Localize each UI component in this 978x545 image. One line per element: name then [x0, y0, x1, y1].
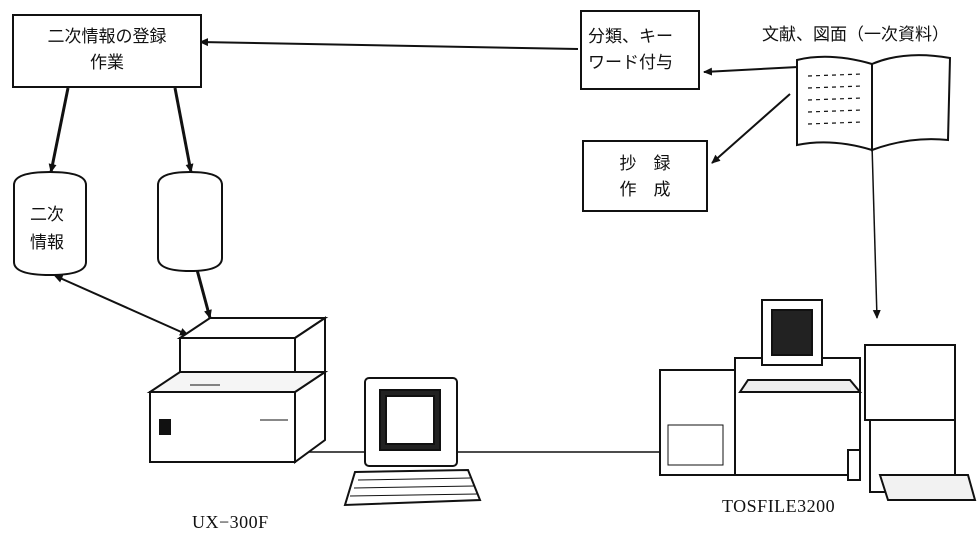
open-book-icon — [797, 55, 950, 150]
link-db2-server — [196, 266, 210, 318]
server-computer — [150, 318, 325, 462]
arrow-classification-to-registration — [200, 42, 578, 49]
link-db1-server — [60, 278, 188, 335]
arrow-registration-to-db1 — [51, 88, 68, 172]
classification-line1: 分類、キー — [588, 24, 698, 50]
filing-system — [660, 300, 975, 500]
terminal-computer — [345, 378, 480, 505]
abstract-line1: 抄 録 — [584, 151, 706, 177]
registration-task-box: 二次情報の登録 作業 — [12, 14, 202, 88]
primary-source-label: 文献、図面（一次資料） — [762, 20, 949, 45]
filing-system-label: TOSFILE3200 — [722, 496, 835, 517]
registration-line1: 二次情報の登録 — [14, 24, 200, 50]
image-database — [158, 172, 222, 271]
abstract-creation-box: 抄 録 作 成 — [582, 140, 708, 212]
secondary-db-label-line1: 二次 — [30, 200, 64, 225]
arrow-registration-to-db2 — [175, 88, 191, 172]
arrow-document-to-classification — [704, 67, 798, 72]
classification-keyword-box: 分類、キー ワード付与 — [580, 10, 700, 90]
secondary-db-label-line2: 情報 — [30, 228, 64, 253]
arrow-document-to-filing — [872, 145, 877, 318]
server-label: UX−300F — [192, 512, 269, 533]
arrow-document-to-abstract — [712, 94, 790, 163]
classification-line2: ワード付与 — [588, 50, 698, 76]
registration-line2: 作業 — [14, 50, 200, 76]
abstract-line2: 作 成 — [584, 177, 706, 203]
